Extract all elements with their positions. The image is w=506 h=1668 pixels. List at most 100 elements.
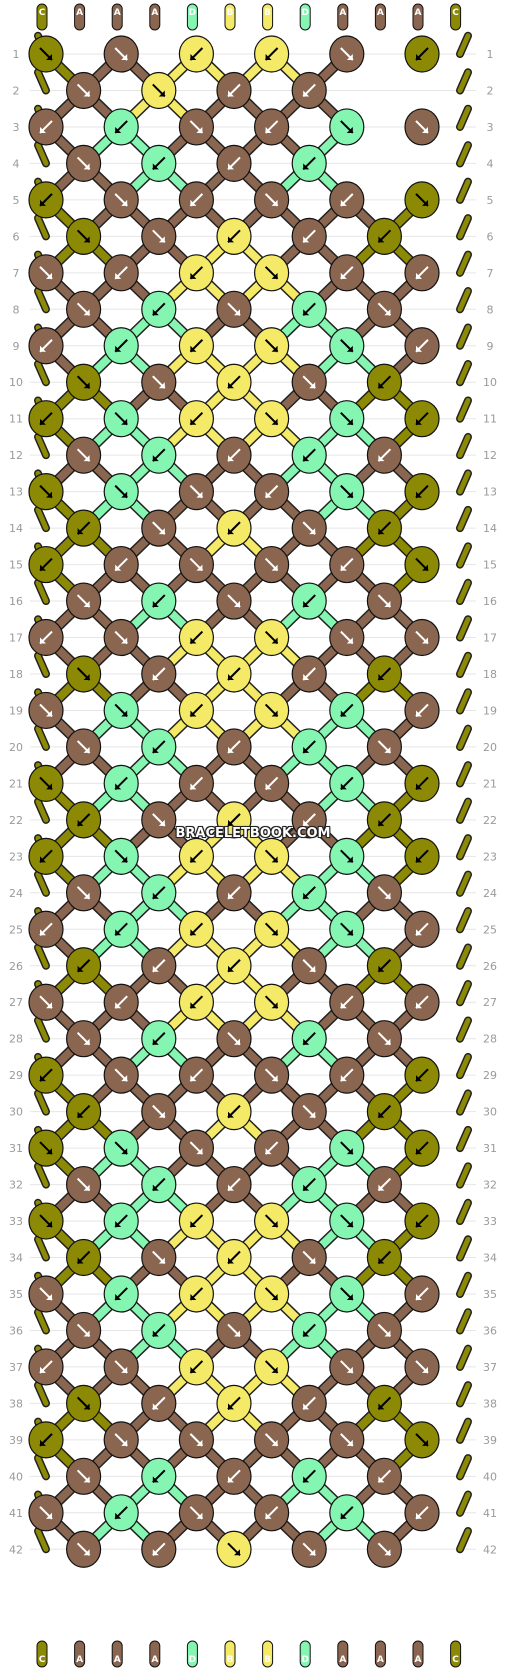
arrow-head-icon [416, 710, 422, 717]
edge-thread [457, 1492, 471, 1516]
row-number-left: 22 [9, 814, 23, 827]
arrow-head-icon [228, 1403, 234, 1410]
row-number-right: 15 [483, 559, 497, 572]
knot [141, 290, 177, 328]
knot [329, 764, 365, 803]
arrow-head-icon [190, 637, 197, 644]
knot [103, 181, 139, 219]
arrow-head-icon [115, 1293, 122, 1300]
arrow-head-icon [384, 309, 391, 316]
edge-thread [457, 689, 471, 713]
knot [291, 947, 327, 985]
arrow-head-icon [303, 1038, 310, 1045]
knot [28, 1275, 64, 1313]
arrow-head-icon [228, 746, 234, 753]
edge-thread [457, 762, 471, 786]
knot [404, 764, 440, 803]
arrow-head-icon [46, 1293, 52, 1300]
knot [65, 363, 102, 401]
knot [329, 1129, 365, 1167]
arrow-head-icon [158, 382, 165, 389]
knot [65, 801, 102, 839]
arrow-head-icon [346, 1366, 353, 1373]
knot [291, 1384, 327, 1422]
arrow-head-icon [346, 1221, 353, 1228]
knot [103, 473, 139, 511]
strand-end-top [412, 3, 424, 31]
row-number-right: 31 [483, 1142, 497, 1155]
arrow-head-icon [115, 1002, 122, 1009]
knot [103, 1056, 139, 1094]
arrow-head-icon [190, 1075, 197, 1082]
edge-thread [457, 1382, 471, 1406]
edge-thread [35, 69, 49, 93]
knot [329, 910, 365, 948]
arrow-head-icon [303, 1476, 310, 1483]
knot [103, 983, 139, 1021]
knot [178, 1202, 214, 1240]
knot [141, 1384, 177, 1422]
arrow-head-icon [190, 783, 197, 790]
knot [178, 400, 214, 438]
knot [178, 691, 214, 730]
arrow-head-icon [271, 637, 278, 644]
strand-label-top: D [301, 8, 308, 18]
knot [28, 618, 64, 657]
arrow-head-icon [378, 965, 385, 972]
arrow-head-icon [378, 819, 385, 826]
arrow-head-icon [121, 1366, 128, 1373]
arrow-head-icon [121, 710, 128, 717]
knot [216, 1530, 252, 1568]
arrow-head-icon [309, 528, 316, 535]
knot [404, 983, 440, 1021]
knot [28, 1202, 64, 1240]
arrow-head-icon [152, 746, 159, 753]
knot [178, 1275, 214, 1313]
knot [178, 837, 214, 875]
knot [329, 1348, 365, 1386]
knot [254, 1056, 290, 1094]
strand-end-top [149, 3, 161, 31]
row-number-left: 10 [9, 376, 23, 389]
arrow-head-icon [152, 1476, 159, 1483]
row-number-left: 17 [9, 632, 23, 645]
arrow-head-icon [340, 1075, 347, 1082]
arrow-head-icon [190, 1366, 197, 1373]
arrow-head-icon [196, 491, 203, 498]
arrow-head-icon [234, 309, 240, 316]
knot [216, 509, 252, 547]
arrow-head-icon [378, 382, 385, 389]
arrow-head-icon [309, 1549, 316, 1556]
row-number-left: 32 [9, 1179, 23, 1192]
arrow-head-icon [158, 90, 165, 97]
arrow-head-icon [190, 856, 197, 863]
strand-end-bottom [149, 1640, 161, 1668]
knot [178, 545, 214, 584]
row-number-right: 13 [483, 486, 497, 499]
arrow-head-icon [77, 528, 84, 535]
row-number-left: 19 [9, 704, 23, 717]
row-number-right: 18 [483, 668, 497, 681]
knot [329, 837, 365, 875]
arrow-head-icon [46, 1221, 52, 1228]
row-number-left: 29 [9, 1069, 23, 1082]
edge-thread [457, 580, 471, 604]
arrow-head-icon [271, 1221, 278, 1228]
edge-thread [457, 1127, 471, 1151]
arrow-head-icon [303, 892, 310, 899]
knot [103, 1202, 139, 1240]
arrow-head-icon [346, 418, 353, 425]
row-number-left: 37 [9, 1361, 23, 1374]
edge-thread [35, 1236, 49, 1261]
strand-end-top [36, 3, 48, 31]
knot [404, 400, 440, 438]
row-number-left: 18 [9, 668, 23, 681]
knot [404, 1129, 440, 1167]
knot [329, 254, 365, 292]
arrow-head-icon [309, 1257, 316, 1264]
arrow-head-icon [340, 783, 347, 790]
arrow-head-icon [196, 126, 203, 133]
knot [141, 1093, 177, 1131]
arrow-head-icon [152, 1038, 159, 1045]
arrow-head-icon [416, 856, 422, 863]
